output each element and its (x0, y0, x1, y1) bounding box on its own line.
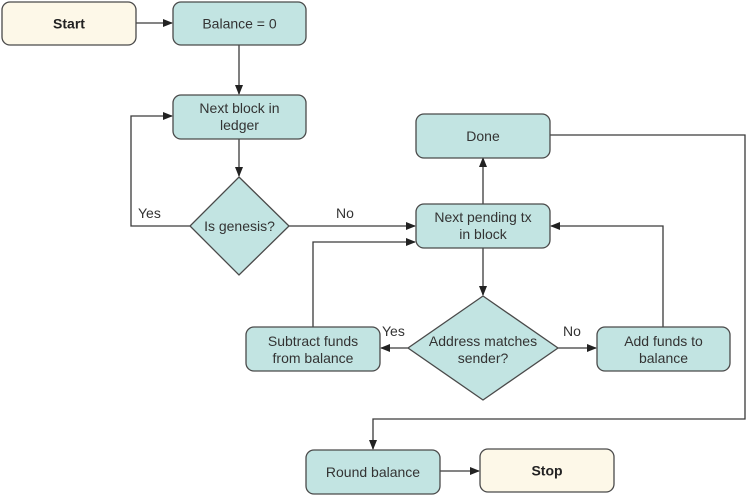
stop-label: Stop (531, 463, 562, 479)
add-funds-label-line2: balance (639, 350, 688, 366)
node-subtract-funds: Subtract funds from balance (245, 326, 381, 372)
round-balance-label: Round balance (326, 464, 420, 480)
edge-label-address-yes: Yes (382, 323, 405, 339)
edge-subtract-to-pending-tx (312, 238, 416, 327)
subtract-funds-shape (245, 326, 381, 372)
node-address-matches: Address matches sender? (406, 295, 560, 401)
address-matches-diamond (406, 295, 560, 401)
balance-init-shape (172, 1, 307, 46)
edge-label-address-no: No (563, 323, 581, 339)
node-is-genesis: Is genesis? (189, 176, 290, 276)
stop-terminal-shape (479, 448, 615, 493)
edges (130, 19, 746, 475)
address-matches-label-line1: Address matches (429, 333, 537, 349)
next-block-label-line2: ledger (220, 117, 259, 133)
add-funds-label-line1: Add funds to (624, 333, 703, 349)
edge-label-genesis-no: No (336, 205, 354, 221)
next-pending-tx-shape (415, 203, 551, 249)
edge-genesis-yes-to-next-block (130, 112, 190, 227)
balance-init-label: Balance = 0 (202, 16, 277, 32)
edge-add-to-pending-tx (550, 222, 664, 327)
next-pending-tx-label-line1: Next pending tx (434, 209, 531, 225)
done-label: Done (466, 128, 500, 144)
node-round-balance: Round balance (305, 449, 441, 495)
next-block-shape (172, 94, 307, 140)
node-start: Start (1, 1, 137, 46)
done-shape (415, 113, 551, 159)
node-done: Done (415, 113, 551, 159)
address-matches-label-line2: sender? (458, 350, 509, 366)
edge-label-genesis-yes: Yes (138, 205, 161, 221)
node-next-pending-tx: Next pending tx in block (415, 203, 551, 249)
subtract-funds-label-line1: Subtract funds (268, 333, 358, 349)
round-balance-shape (305, 449, 441, 495)
is-genesis-diamond (189, 176, 290, 276)
is-genesis-label: Is genesis? (204, 218, 275, 234)
node-next-block: Next block in ledger (172, 94, 307, 140)
next-pending-tx-label-line2: in block (459, 226, 507, 242)
subtract-funds-label-line2: from balance (273, 350, 354, 366)
start-terminal-shape (1, 1, 137, 46)
node-balance-init: Balance = 0 (172, 1, 307, 46)
add-funds-shape (596, 326, 731, 372)
node-add-funds: Add funds to balance (596, 326, 731, 372)
node-stop: Stop (479, 448, 615, 493)
start-label: Start (53, 16, 85, 32)
next-block-label-line1: Next block in (199, 100, 279, 116)
edge-done-to-round-balance (369, 134, 746, 450)
